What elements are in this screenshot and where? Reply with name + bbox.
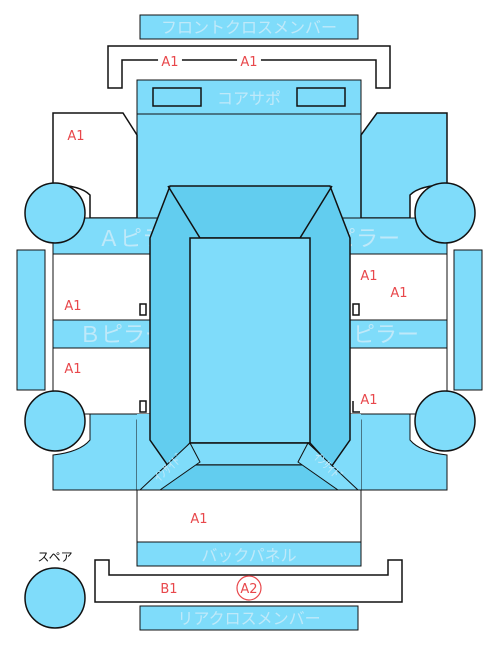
right-rear-door-handle — [352, 401, 360, 413]
left-rear-door-code: A1 — [64, 362, 81, 377]
left-rear-door-handle — [139, 400, 147, 413]
right-front-wheel[interactable] — [414, 182, 476, 244]
left-front-door-code: A1 — [64, 299, 81, 314]
rear-member-right-marker — [236, 575, 262, 601]
right-rear-door-code: A1 — [360, 393, 377, 408]
left-rear-wheel[interactable] — [24, 390, 86, 452]
left-front-wheel[interactable] — [24, 182, 86, 244]
front-member-right-marker — [237, 48, 261, 72]
rear-cross-member[interactable] — [139, 605, 359, 631]
right-rear-door[interactable] — [348, 347, 448, 415]
right-rear-wheel[interactable] — [414, 390, 476, 452]
right-headlight[interactable] — [296, 87, 346, 107]
trunk-code: A1 — [190, 512, 207, 527]
left-side-sill[interactable] — [16, 249, 46, 391]
rear-cross-member-label: リアクロスメンバー — [177, 609, 320, 628]
right-front-door-handle — [352, 303, 360, 316]
left-front-fender-code: A1 — [67, 129, 84, 144]
right-side-sill[interactable] — [453, 249, 483, 391]
back-panel-label: バックパネル — [201, 546, 296, 565]
rear-member-left-code: B1 — [160, 582, 177, 597]
roof-panel[interactable] — [189, 237, 311, 444]
spare-tire[interactable] — [24, 567, 86, 629]
left-headlight[interactable] — [152, 87, 202, 107]
back-panel[interactable] — [136, 541, 362, 567]
rear-member-right-code: A2 — [240, 582, 257, 597]
front-cross-member[interactable] — [139, 14, 359, 40]
core-support-label: コアサポ — [217, 89, 281, 108]
rear-member-left-marker — [157, 576, 181, 600]
front-member-right-code: A1 — [240, 55, 257, 70]
right-front-door-code-2: A1 — [390, 286, 407, 301]
trunk-lid[interactable] — [136, 489, 362, 543]
front-cross-member-label: フロントクロスメンバー — [161, 18, 337, 37]
right-front-door-code-1: A1 — [360, 269, 377, 284]
front-member-left-code: A1 — [161, 55, 178, 70]
left-front-door-handle — [139, 303, 147, 316]
spare-label: スペア — [37, 550, 72, 564]
front-member-left-marker — [158, 48, 182, 72]
